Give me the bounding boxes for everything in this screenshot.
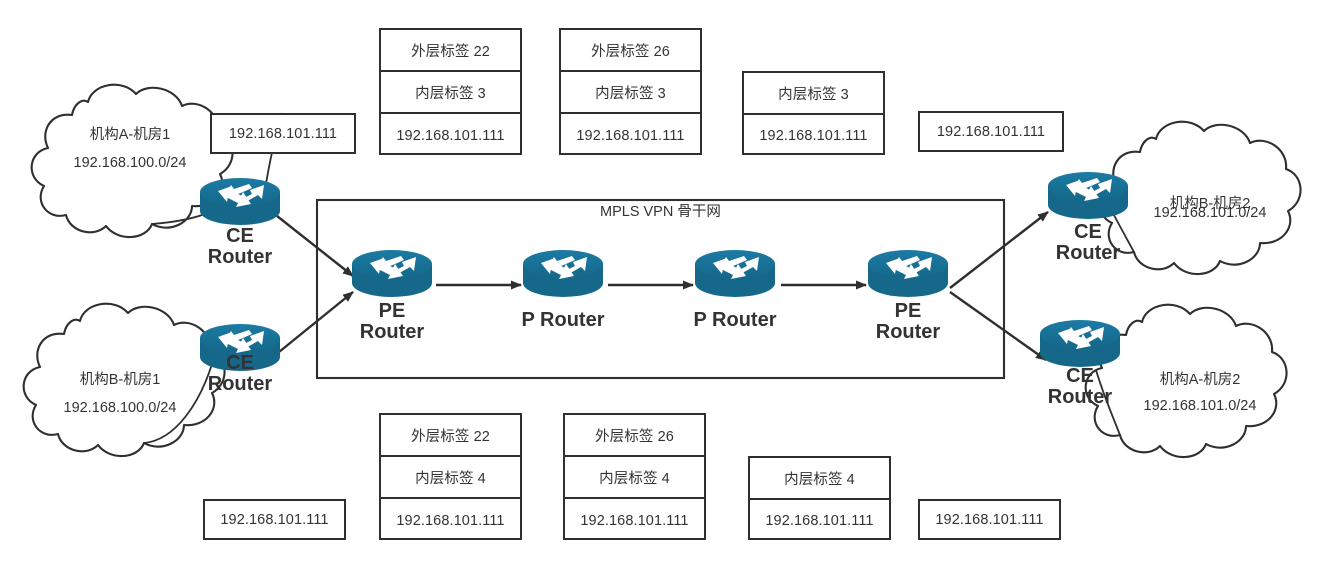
link-ce-top-left-to-pe-left — [276, 215, 354, 277]
router-label-p-right: P Router — [675, 309, 795, 331]
router-label-line1: PE — [894, 300, 922, 322]
packet-field-ip: 192.168.101.111 — [936, 123, 1046, 140]
cloud-label-org-a-site-2: 机构A-机房2 — [1159, 372, 1241, 388]
packet-field-ip: 192.168.101.111 — [396, 512, 505, 529]
cloud-label-org-b-site-2: 机构B-机房2 — [1169, 196, 1251, 212]
packet-field-inner-label: 内层标签 4 — [381, 457, 520, 499]
packet-field-outer-label: 外层标签 26 — [565, 415, 704, 457]
packet-field-ip: 192.168.101.111 — [765, 513, 874, 529]
packet-field-outer-label: 外层标签 22 — [381, 415, 520, 457]
packet-field-ip: 192.168.101.111 — [220, 511, 329, 528]
packet-field-outer-label: 外层标签 22 — [381, 30, 520, 72]
link-ce-bottom-left-to-pe-left — [278, 291, 354, 353]
router-icon-ce-top-left — [200, 178, 280, 225]
packet-stack-top-4: 192.168.101.111 — [918, 111, 1064, 152]
router-label-line1: CE — [226, 225, 254, 247]
packet-field-inner-label: 内层标签 3 — [561, 72, 700, 114]
router-label-pe-right: PE Router — [848, 300, 968, 344]
packet-field-inner-label: 内层标签 4 — [565, 457, 704, 499]
router-label-line2: Router — [1055, 242, 1121, 265]
router-label-line2: Router — [207, 246, 273, 269]
router-label-line1: P Router — [521, 309, 605, 331]
cloud-org-b-site-1 — [22, 302, 226, 458]
router-label-line1: CE — [226, 352, 254, 374]
router-icon-ce-bottom-left — [200, 324, 280, 371]
packet-field-inner-label: 内层标签 4 — [750, 458, 889, 500]
router-label-ce-bottom-right: CE Router — [1020, 365, 1140, 409]
packet-field-ip: 192.168.101.111 — [228, 125, 338, 142]
mpls-backbone-frame — [315, 198, 1006, 380]
packet-field-ip: 192.168.101.111 — [396, 127, 505, 144]
router-label-line2: Router — [875, 321, 941, 344]
router-icon-p-right — [695, 250, 775, 297]
packet-field-ip: 192.168.101.111 — [580, 512, 689, 529]
router-icon-pe-right — [868, 250, 948, 297]
packet-stack-top-2: 外层标签 26 内层标签 3 192.168.101.111 — [559, 28, 702, 155]
cloud-label-org-b-site-1: 机构B-机房1 — [79, 372, 161, 388]
router-label-line2: Router — [359, 321, 425, 344]
packet-field-ip: 192.168.101.111 — [576, 127, 685, 144]
cloud-org-a-site-1 — [30, 83, 234, 239]
cloud-subnet-org-a-site-1: 192.168.100.0/24 — [73, 155, 187, 171]
router-label-line1: PE — [378, 300, 406, 322]
link-pe-right-to-ce-top-right — [949, 211, 1049, 289]
packet-field-inner-label: 内层标签 3 — [744, 73, 883, 115]
packet-stack-bottom-2: 外层标签 26 内层标签 4 192.168.101.111 — [563, 413, 706, 540]
packet-stack-bottom-4: 192.168.101.111 — [918, 499, 1061, 540]
router-icon-ce-top-right — [1048, 172, 1128, 219]
leader-cloud-to-ce-bottom-right — [1095, 369, 1121, 436]
router-label-pe-left: PE Router — [332, 300, 452, 344]
router-icon-ce-bottom-right — [1040, 320, 1120, 367]
router-label-line1: P Router — [693, 309, 777, 331]
router-label-line2: Router — [1047, 386, 1113, 409]
cloud-subnet-org-b-site-1: 192.168.100.0/24 — [63, 400, 177, 416]
router-label-ce-top-right: CE Router — [1028, 221, 1148, 265]
packet-stack-bottom-1: 外层标签 22 内层标签 4 192.168.101.111 — [379, 413, 522, 540]
packet-stack-top-3: 内层标签 3 192.168.101.111 — [742, 71, 885, 155]
cloud-org-b-site-2 — [1098, 120, 1302, 276]
router-label-line2: Router — [207, 373, 273, 396]
packet-field-inner-label: 内层标签 3 — [381, 72, 520, 114]
cloud-subnet-org-b-site-2: 192.168.101.0/24 — [1153, 205, 1267, 221]
router-label-p-left: P Router — [503, 309, 623, 331]
cloud-label-org-a-site-1: 机构A-机房1 — [89, 127, 171, 143]
packet-stack-top-0: 192.168.101.111 — [210, 113, 356, 154]
packet-field-ip: 192.168.101.111 — [935, 511, 1044, 528]
packet-stack-bottom-0: 192.168.101.111 — [203, 499, 346, 540]
cloud-org-a-site-2 — [1084, 303, 1288, 459]
router-icon-pe-left — [352, 250, 432, 297]
cloud-subnet-org-a-site-2: 192.168.101.0/24 — [1143, 398, 1257, 414]
router-label-line1: CE — [1074, 221, 1102, 243]
packet-field-ip: 192.168.101.111 — [759, 128, 868, 144]
packet-stack-bottom-3: 内层标签 4 192.168.101.111 — [748, 456, 891, 540]
backbone-title: MPLS VPN 骨干网 — [600, 204, 721, 220]
router-label-ce-bottom-left: CE Router — [180, 352, 300, 396]
router-label-ce-top-left: CE Router — [180, 225, 300, 269]
router-icon-p-left — [523, 250, 603, 297]
packet-stack-top-1: 外层标签 22 内层标签 3 192.168.101.111 — [379, 28, 522, 155]
packet-field-outer-label: 外层标签 26 — [561, 30, 700, 72]
leader-cloud-to-ce-bottom-left — [143, 363, 213, 444]
router-label-line1: CE — [1066, 365, 1094, 387]
link-pe-right-to-ce-bottom-right — [949, 291, 1047, 361]
